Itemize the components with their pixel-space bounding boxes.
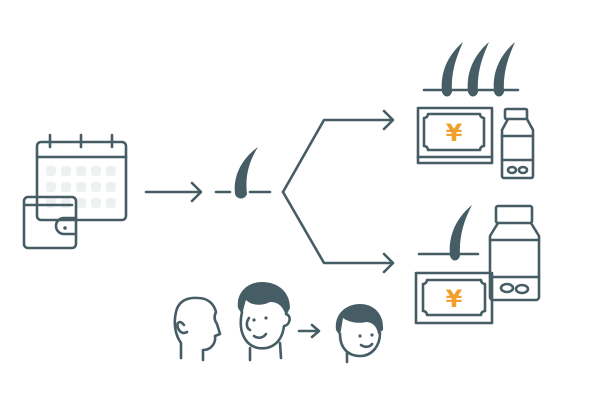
yen-symbol: ¥ [446, 119, 463, 147]
calendar-icon [35, 133, 128, 222]
yen-symbol: ¥ [446, 285, 463, 313]
calendar-cell [46, 182, 56, 192]
calendar-cell [46, 198, 56, 208]
person-bald-icon [173, 296, 222, 362]
calendar-cell [46, 166, 56, 176]
calendar-cell [91, 182, 101, 192]
calendar-cell [76, 182, 86, 192]
calendar-cell [106, 182, 116, 192]
calendar-cell [106, 198, 116, 208]
money-bill-icon: ¥ [416, 106, 494, 165]
calendar-cell [91, 166, 101, 176]
calendar-cell [61, 166, 71, 176]
single-hair-icon [417, 205, 480, 261]
arrow-right-icon [144, 181, 203, 203]
calendar-cell [61, 182, 71, 192]
small-bottle-icon [500, 107, 535, 180]
branch-arrows [281, 109, 395, 274]
calendar-cell [76, 166, 86, 176]
large-bottle-icon [488, 204, 541, 302]
money-bill-icon: ¥ [414, 271, 494, 325]
calendar-cell [61, 198, 71, 208]
arrow-right-icon [297, 323, 321, 339]
calendar-cell [91, 198, 101, 208]
calendar-cell [76, 198, 86, 208]
person-haired-icon [237, 282, 291, 362]
calendar-cell [106, 166, 116, 176]
wallet-icon [22, 195, 78, 250]
three-hairs-icon [422, 42, 520, 97]
person-result-icon [335, 304, 384, 364]
hair-follicle-icon [214, 147, 272, 199]
